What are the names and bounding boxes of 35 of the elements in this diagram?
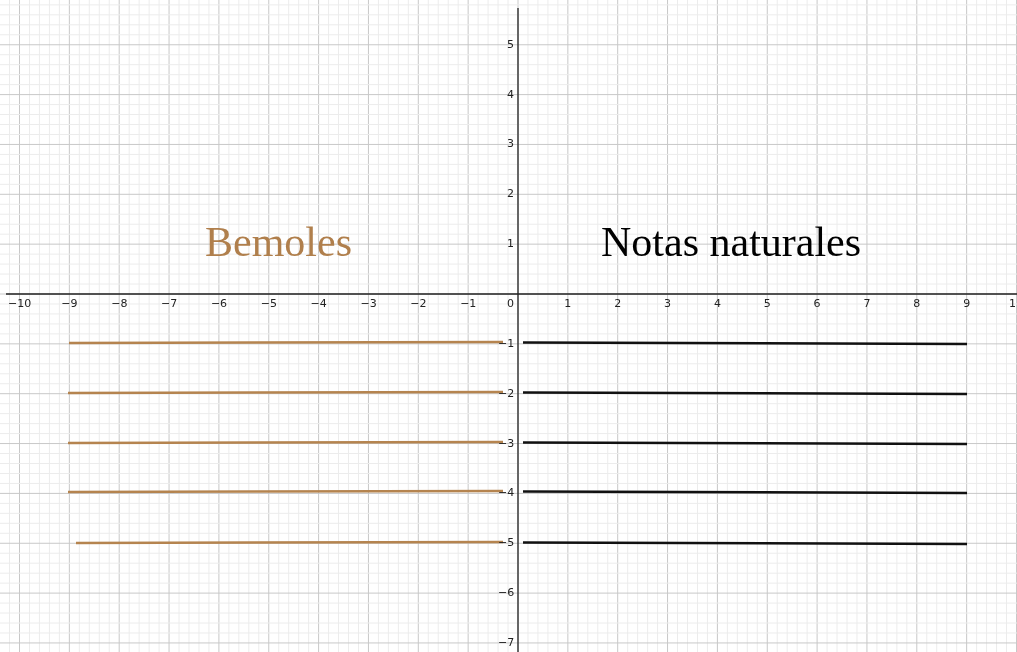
tick-label: 4: [713, 298, 721, 310]
tick-label: −1: [498, 337, 515, 350]
tick-label: −5: [498, 537, 515, 550]
tick-label: −7: [498, 636, 515, 649]
tick-label: 3: [507, 138, 514, 151]
tick-label: −10: [8, 298, 32, 310]
tick-label: 9: [963, 298, 971, 310]
tick-label: 5: [763, 298, 771, 310]
tick-label: 6: [813, 298, 821, 310]
heading: Notas naturales: [601, 218, 862, 266]
tick-label: 8: [913, 298, 921, 310]
tick-label: −9: [61, 298, 78, 310]
tick-label: 5: [507, 38, 514, 51]
tick-label: −8: [111, 298, 128, 310]
tick-label: −6: [210, 298, 228, 310]
tick-label: −5: [260, 298, 277, 310]
tick-label: 2: [614, 298, 622, 310]
tick-label: 1: [564, 298, 572, 310]
tick-label: 3: [664, 298, 672, 310]
tick-label: −4: [498, 487, 515, 500]
tick-label: −3: [498, 437, 515, 450]
tick-label: −4: [310, 298, 327, 310]
heading: Bemoles: [205, 218, 352, 266]
tick-label: −1: [460, 298, 477, 310]
tick-label: −7: [161, 298, 178, 310]
tick-label: −2: [498, 387, 515, 400]
tick-label: 4: [507, 88, 514, 101]
tick-label: 7: [863, 298, 871, 310]
tick-label: 2: [507, 188, 514, 201]
tick-label: 1: [1009, 298, 1016, 310]
tick-label: −3: [360, 298, 377, 310]
tick-label: −6: [498, 587, 515, 600]
tick-label: 1: [507, 238, 514, 251]
tick-label: −2: [410, 298, 427, 310]
tick-label: 0: [507, 298, 514, 310]
